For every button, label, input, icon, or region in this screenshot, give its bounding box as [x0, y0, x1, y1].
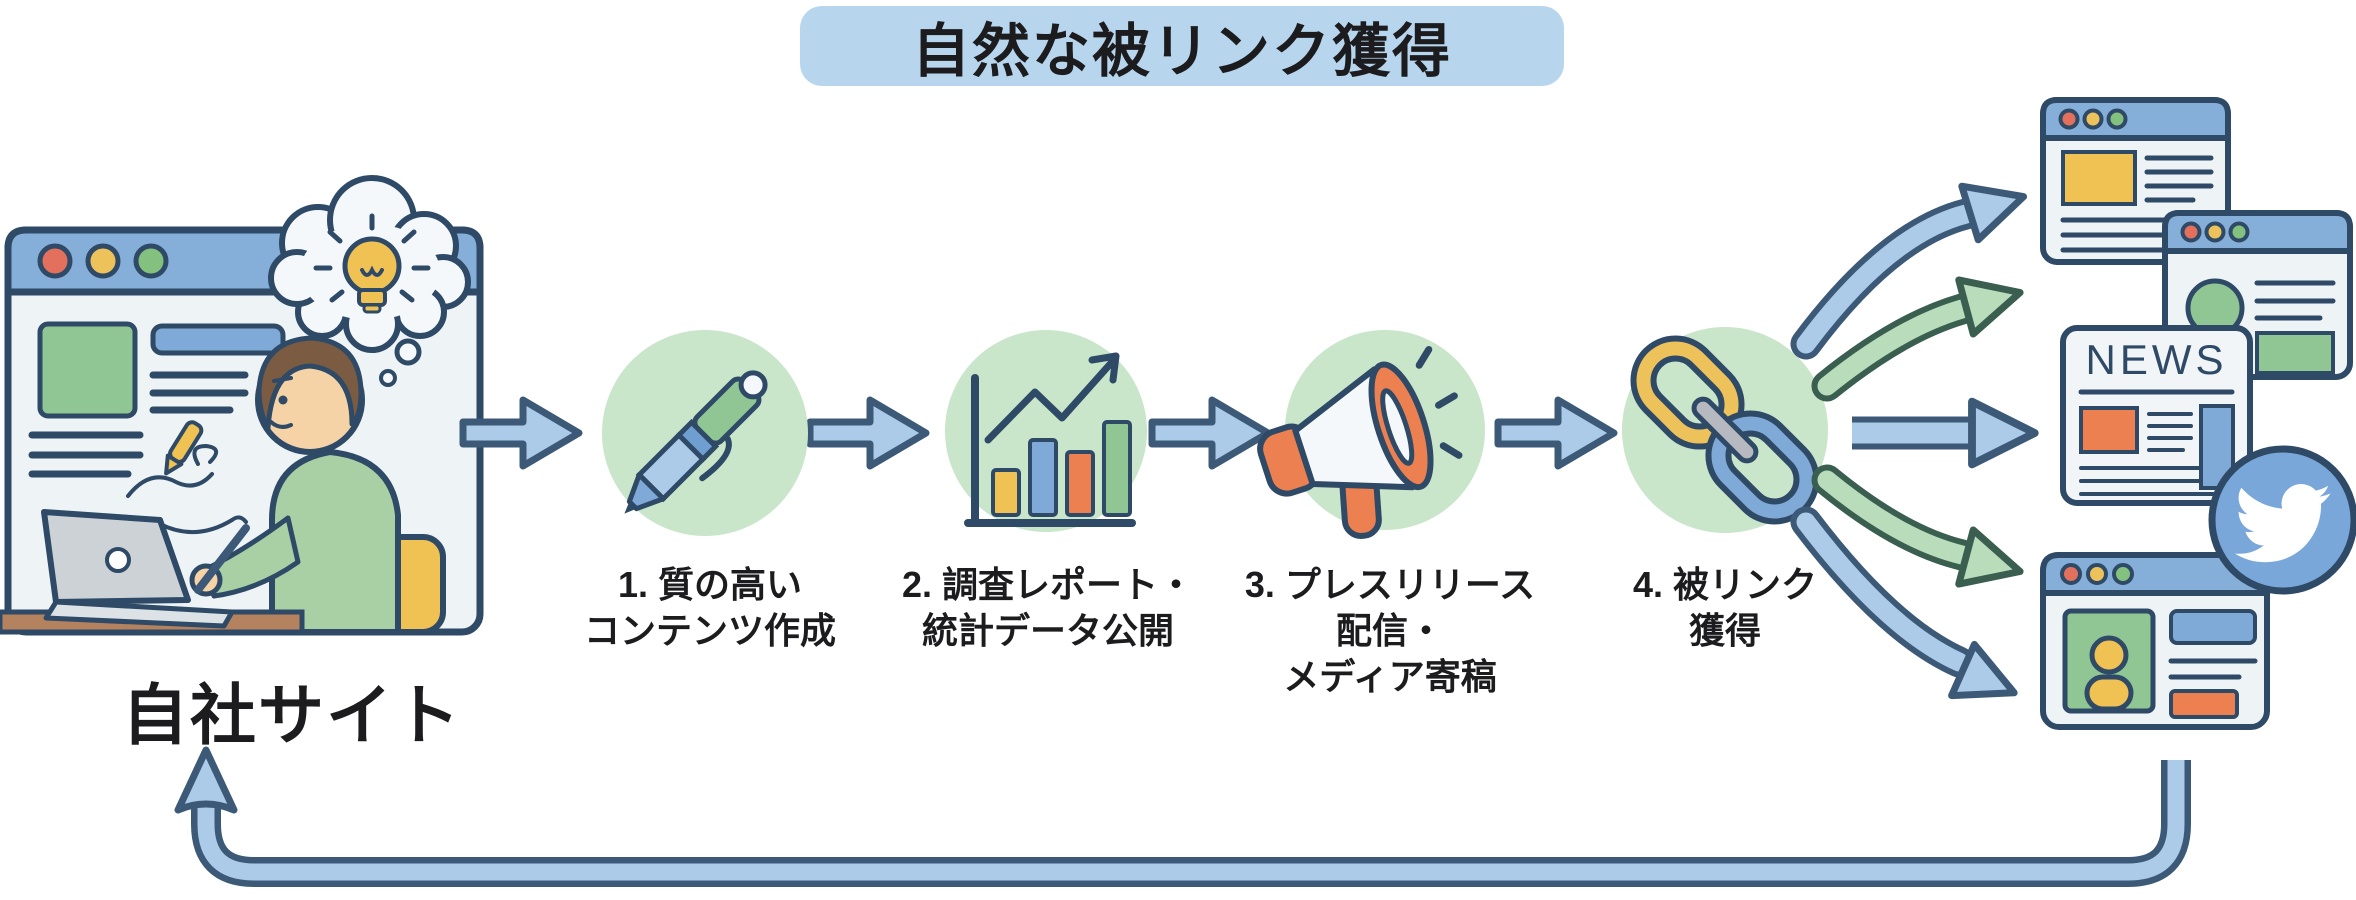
pen-icon	[624, 370, 768, 514]
pencil-icon	[164, 420, 204, 476]
step-label-3: 3. プレスリリース 配信・ メディア寄稿	[1210, 562, 1570, 700]
step-4-line-2: 獲得	[1688, 610, 1761, 652]
flow-arrow-3	[1152, 400, 1268, 466]
thought-bubble-icon	[268, 175, 471, 387]
flow-arrow-4	[1498, 400, 1614, 466]
person-illustration	[189, 335, 401, 635]
step-3-line-1: 3. プレスリリース	[1244, 564, 1536, 605]
flow-arrow-2	[810, 400, 926, 466]
step-3-line-2: 配信・	[1335, 610, 1444, 652]
step-4-line-1: 4. 被リンク	[1632, 564, 1818, 605]
fanout-arrow-4	[1811, 464, 2027, 599]
scribble-lines	[126, 443, 248, 535]
step-3-line-3: メディア寄稿	[1283, 656, 1497, 698]
fanout-arrow-3	[1852, 402, 2035, 465]
avatar	[2084, 674, 2134, 712]
lightbulb-icon	[313, 213, 431, 314]
fanout-arrow-1	[1790, 170, 2032, 360]
step-2-line-1: 2. 調査レポート・	[901, 564, 1195, 605]
chain-link-icon	[1630, 335, 1820, 525]
laptop-icon	[41, 509, 235, 629]
megaphone-icon	[1257, 346, 1463, 539]
news-headline: NEWS	[2085, 336, 2228, 383]
own-site-label: 自社サイト	[122, 678, 462, 752]
return-arrow	[174, 746, 2191, 887]
fanout-arrow-5	[1790, 506, 2026, 718]
own-site-illustration	[0, 175, 484, 636]
fanout-arrow-2	[1811, 265, 2027, 402]
profile-card	[2040, 552, 2270, 730]
step-label-4: 4. 被リンク 獲得	[1545, 562, 1905, 654]
step-1-line-1: 1. 質の高い	[617, 564, 803, 605]
step-1-line-2: コンテンツ作成	[583, 610, 836, 652]
page-title: 自然な被リンク獲得	[800, 6, 1564, 86]
twitter-icon	[2208, 445, 2356, 595]
news-card	[2060, 325, 2253, 506]
step-label-1: 1. 質の高い コンテンツ作成	[530, 562, 890, 654]
step-label-2: 2. 調査レポート・ 統計データ公開	[868, 562, 1228, 654]
bar-chart-icon	[964, 352, 1136, 527]
step-2-line-2: 統計データ公開	[921, 610, 1174, 652]
